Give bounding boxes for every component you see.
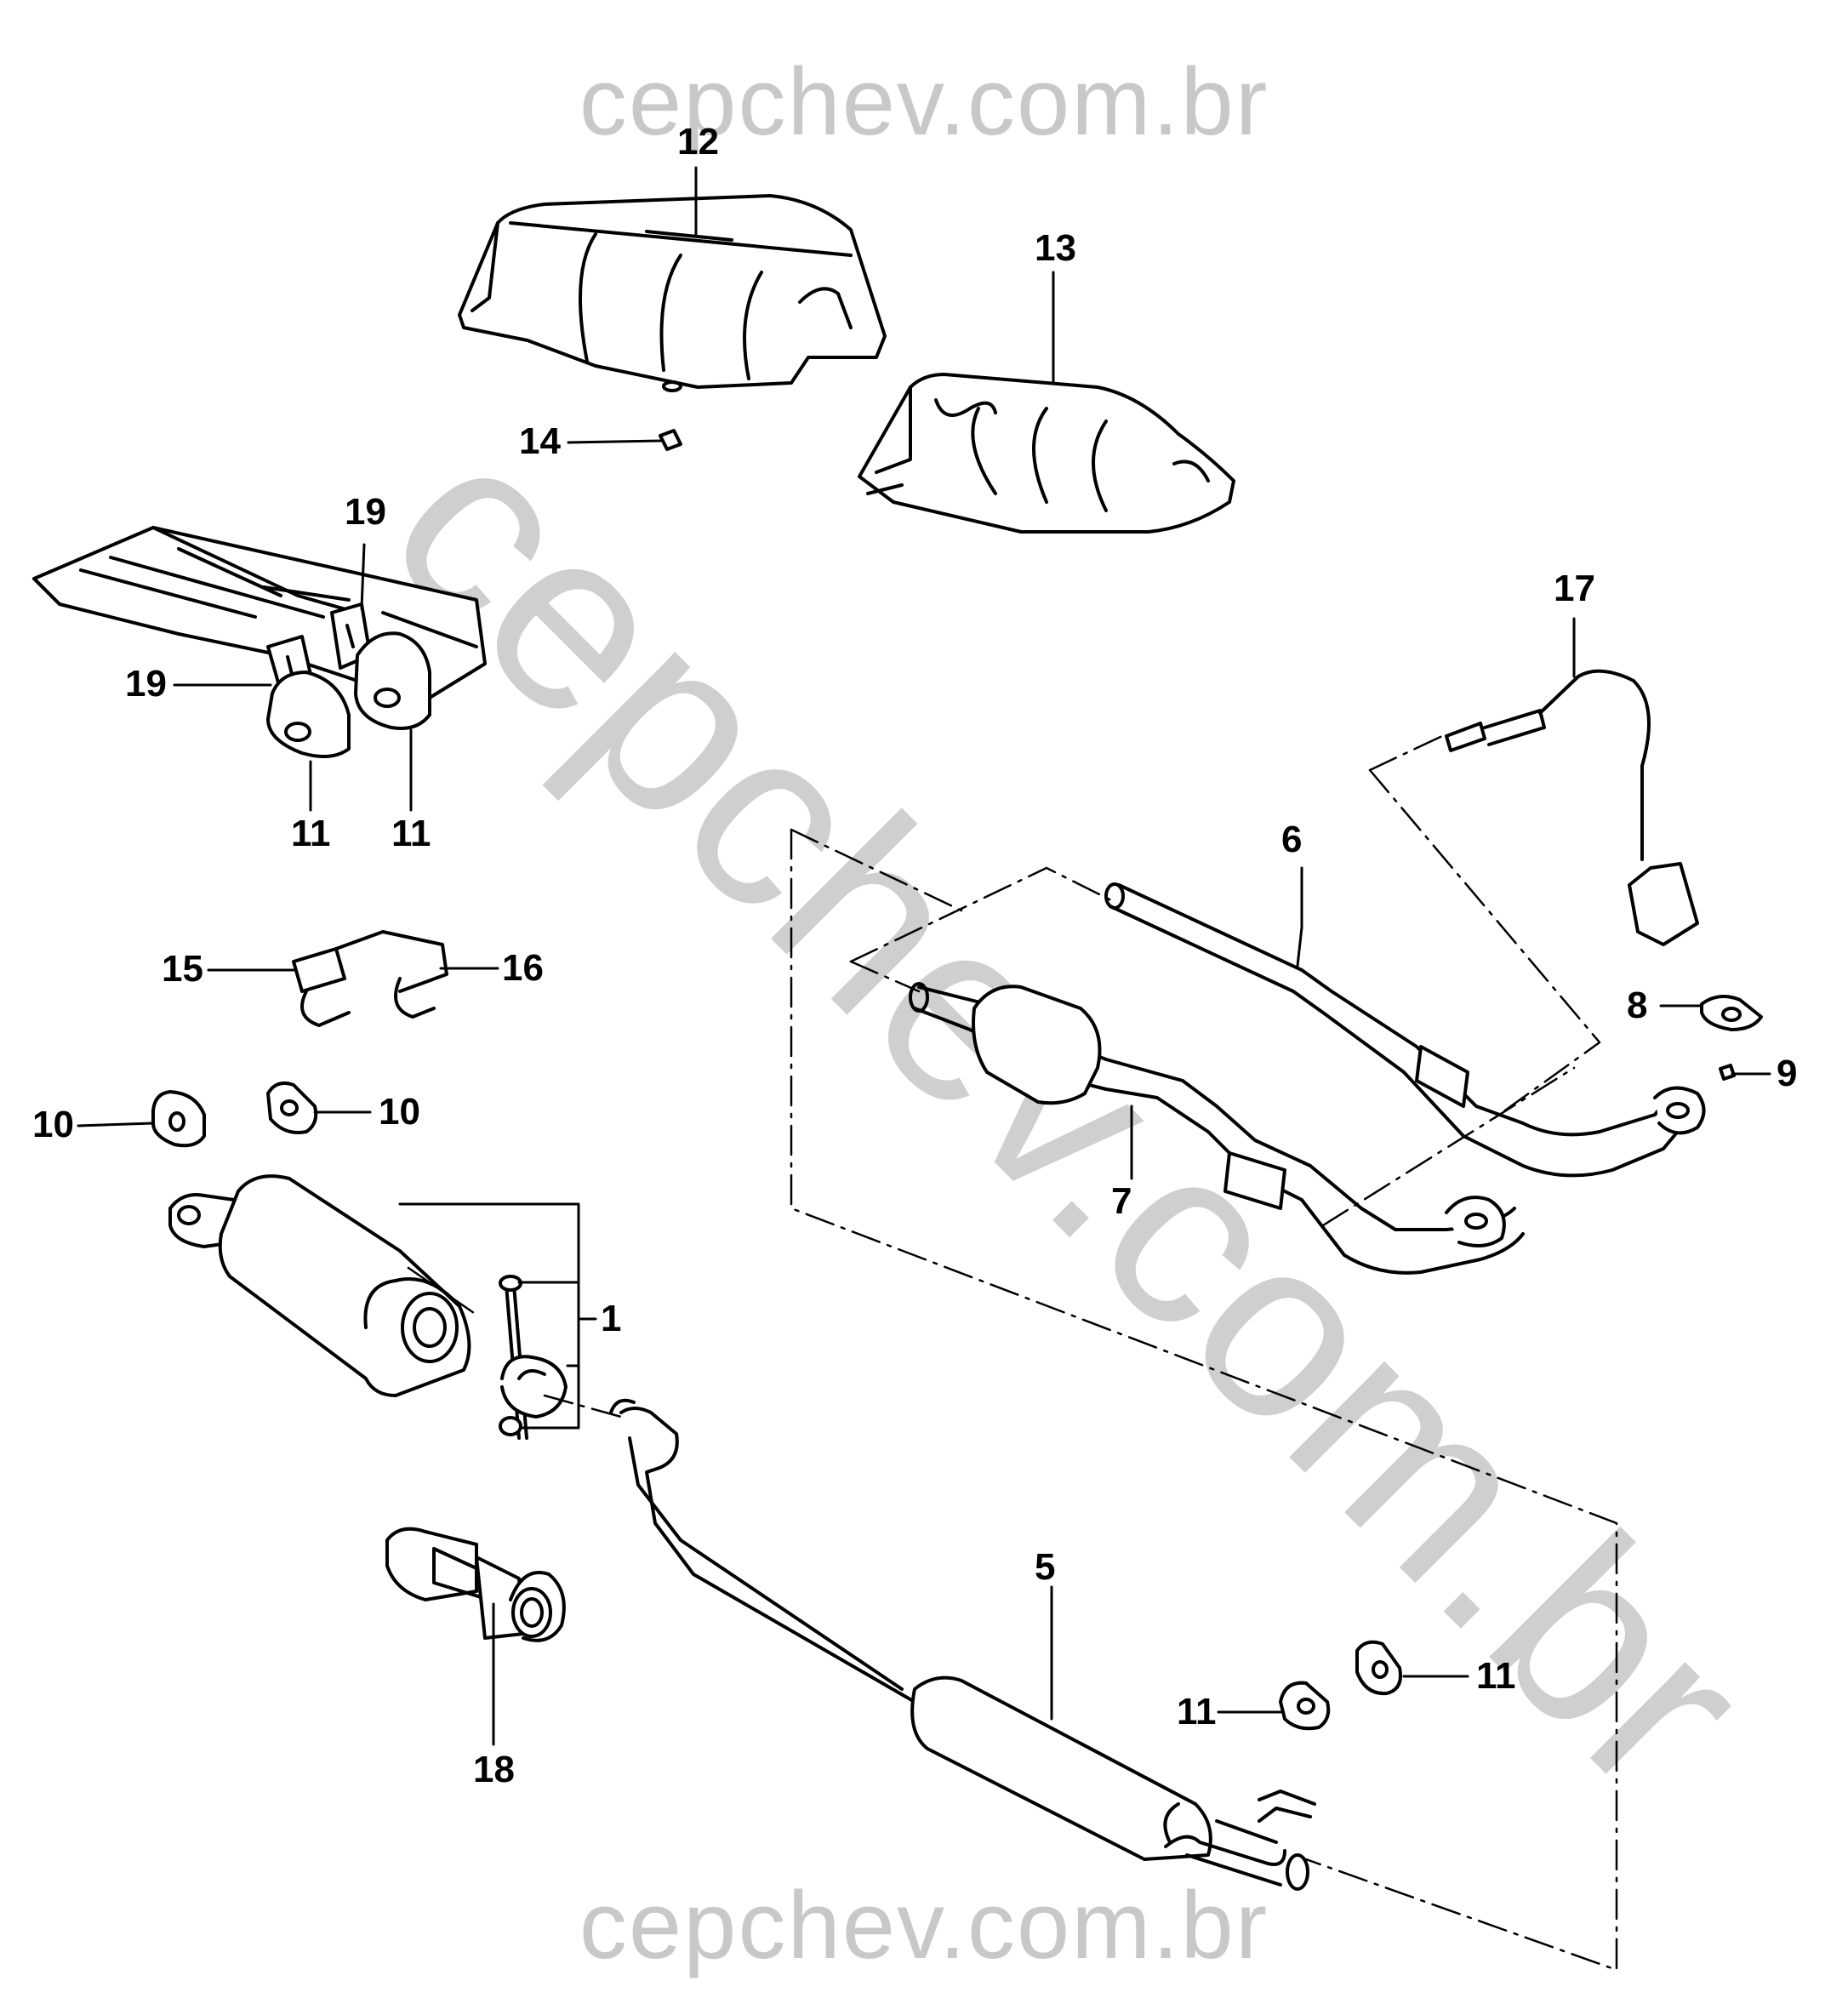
rubber-hanger-10-left <box>153 1092 204 1145</box>
oxygen-sensor-17 <box>1446 671 1697 945</box>
callout-5: 5 <box>1035 1546 1056 1588</box>
heat-shield-13 <box>859 374 1234 532</box>
callout-9: 9 <box>1777 1053 1798 1094</box>
front-pipe-6 <box>1106 884 1704 1175</box>
callout-19-top: 19 <box>345 491 386 533</box>
callout-18: 18 <box>473 1749 515 1790</box>
callout-1: 1 <box>601 1298 622 1339</box>
nut-9 <box>1720 1065 1734 1079</box>
watermark-top: cepchev.com.br <box>579 49 1269 155</box>
bracket-15-16 <box>294 932 447 1025</box>
callout-13: 13 <box>1035 227 1076 269</box>
callout-12: 12 <box>677 121 719 163</box>
callout-7: 7 <box>1111 1180 1132 1222</box>
rear-muffler <box>170 1176 469 1396</box>
watermark-bottom: cepchev.com.br <box>579 1872 1269 1978</box>
callout-15: 15 <box>162 948 203 990</box>
intermediate-pipe-5 <box>611 1401 1315 1889</box>
callout-11-left: 11 <box>291 813 331 854</box>
catalyst-pipe-7 <box>910 984 1523 1273</box>
callout-6: 6 <box>1281 819 1303 860</box>
callout-10-left: 10 <box>32 1104 74 1145</box>
rubber-hanger-11-bottom-left <box>1280 1683 1328 1729</box>
rubber-hanger-10-right <box>268 1083 316 1133</box>
rubber-hanger-11-left <box>268 672 349 756</box>
leader-lines <box>78 168 1770 1744</box>
callout-8: 8 <box>1627 985 1648 1026</box>
clamp-hardware <box>500 1276 566 1438</box>
callout-11-right: 11 <box>391 813 431 854</box>
callout-19-left: 19 <box>125 663 167 705</box>
callout-11-bottom-right: 11 <box>1476 1655 1516 1697</box>
coupling-18 <box>387 1529 564 1641</box>
callout-10-right: 10 <box>379 1091 420 1133</box>
callout-14: 14 <box>519 420 561 462</box>
gasket-8 <box>1702 996 1761 1030</box>
rubber-hanger-11-bottom-right <box>1357 1642 1400 1693</box>
assembly-outline <box>408 736 1617 1970</box>
callout-17: 17 <box>1554 568 1595 609</box>
callout-11-bottom-left: 11 <box>1177 1691 1217 1732</box>
clip-14 <box>660 431 681 449</box>
callout-16: 16 <box>502 947 544 989</box>
rubber-hanger-11-right <box>356 633 430 728</box>
heat-shield-12 <box>459 196 885 391</box>
